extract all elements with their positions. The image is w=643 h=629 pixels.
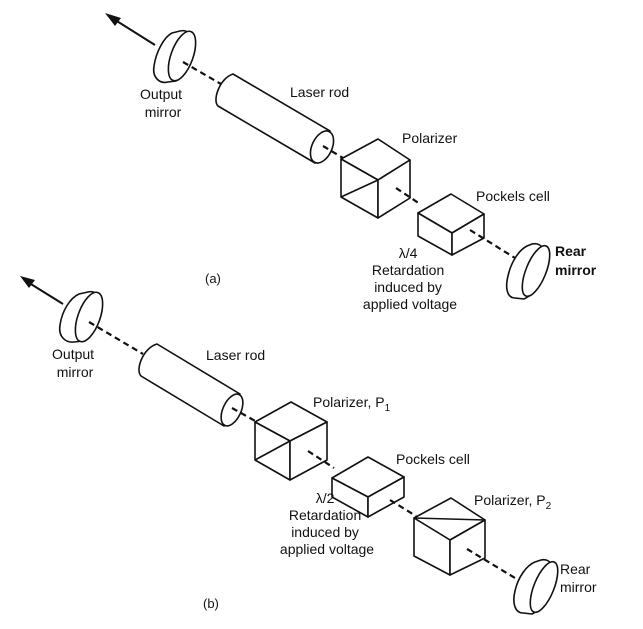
beam-segment	[307, 450, 335, 469]
beam-segment	[182, 61, 222, 85]
polarizer-cube-a	[340, 138, 411, 219]
beam-segment	[322, 145, 344, 159]
laser-rod-label-a: Laser rod	[290, 84, 349, 100]
pockels-cell-b	[331, 456, 405, 518]
laser-rod-b	[138, 343, 244, 427]
output-beam-arrow-b	[20, 276, 64, 305]
output-mirror-a	[152, 29, 197, 84]
rear-mirror-a	[505, 242, 551, 300]
pockels-cell-a	[417, 193, 485, 256]
output-beam-arrow-a	[105, 13, 156, 46]
output-mirror-b	[58, 290, 104, 343]
polarizer-p2-label-b: Polarizer, P2	[474, 492, 552, 512]
pockels-cell-label-b: Pockels cell	[396, 451, 470, 467]
output-mirror-label-a: Output mirror	[140, 86, 186, 120]
beam-segment	[88, 321, 144, 355]
polarizer-p1-label-b: Polarizer, P1	[313, 394, 391, 414]
panel-a: Output mirror Laser rod Polarizer Pockel…	[105, 13, 597, 312]
polarizer-label-a: Polarizer	[402, 130, 458, 146]
rear-mirror-label-b: Rear mirror	[560, 561, 597, 595]
output-mirror-label-b: Output mirror	[52, 346, 98, 380]
pockels-cell-label-a: Pockels cell	[476, 188, 550, 204]
beam-segment	[389, 499, 417, 517]
panel-b-caption: (b)	[203, 596, 219, 611]
retardation-label-b: λ/2 Retardation induced by applied volta…	[280, 490, 374, 557]
laser-rod-a	[215, 73, 335, 164]
laser-rod-label-b: Laser rod	[206, 347, 265, 363]
polarizer-p1-cube-b	[254, 401, 328, 481]
beam-segment	[469, 229, 516, 259]
polarizer-p2-cube-b	[413, 497, 486, 576]
retardation-label-a: λ/4 Retardation induced by applied volta…	[363, 245, 457, 312]
panel-a-caption: (a)	[205, 271, 221, 286]
beam-segment	[231, 407, 258, 423]
rear-mirror-b	[513, 558, 559, 615]
rear-mirror-label-a: Rear mirror	[555, 243, 597, 278]
panel-b: Output mirror Laser rod Polarizer, P1 Po…	[20, 276, 597, 615]
beam-segment	[395, 187, 421, 205]
